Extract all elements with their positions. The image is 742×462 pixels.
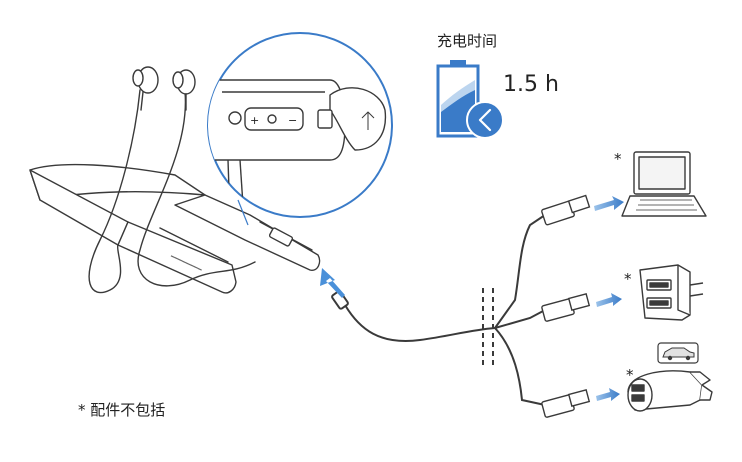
accessory-mark-wall-charger: * [624, 270, 632, 288]
callout-pointer [237, 199, 249, 226]
accessory-mark-car-charger: * [626, 366, 634, 384]
accessory-mark-laptop: * [614, 150, 622, 168]
laptop-icon [621, 151, 707, 217]
wall-charger-icon [639, 264, 704, 321]
usb-cable-icon [331, 214, 546, 406]
usb-plug-laptop [541, 194, 591, 226]
charge-time-title: 充电时间 [437, 32, 498, 50]
footnote: * 配件不包括 [78, 401, 166, 419]
car-icon [657, 342, 699, 364]
car-charger-icon [627, 370, 713, 412]
svg-text:+: + [250, 114, 259, 127]
arrow-icon [320, 196, 624, 401]
clock-icon [466, 101, 504, 139]
callout-zoom: + − [207, 32, 393, 218]
splitter-marker [482, 288, 494, 365]
usb-plug-wall [541, 293, 591, 322]
neckband-headset-icon: ━━━━━━━━ [29, 66, 321, 294]
usb-plug-car [541, 389, 591, 418]
svg-text:−: − [288, 114, 297, 127]
charge-time-value: 1.5 h [503, 72, 559, 97]
